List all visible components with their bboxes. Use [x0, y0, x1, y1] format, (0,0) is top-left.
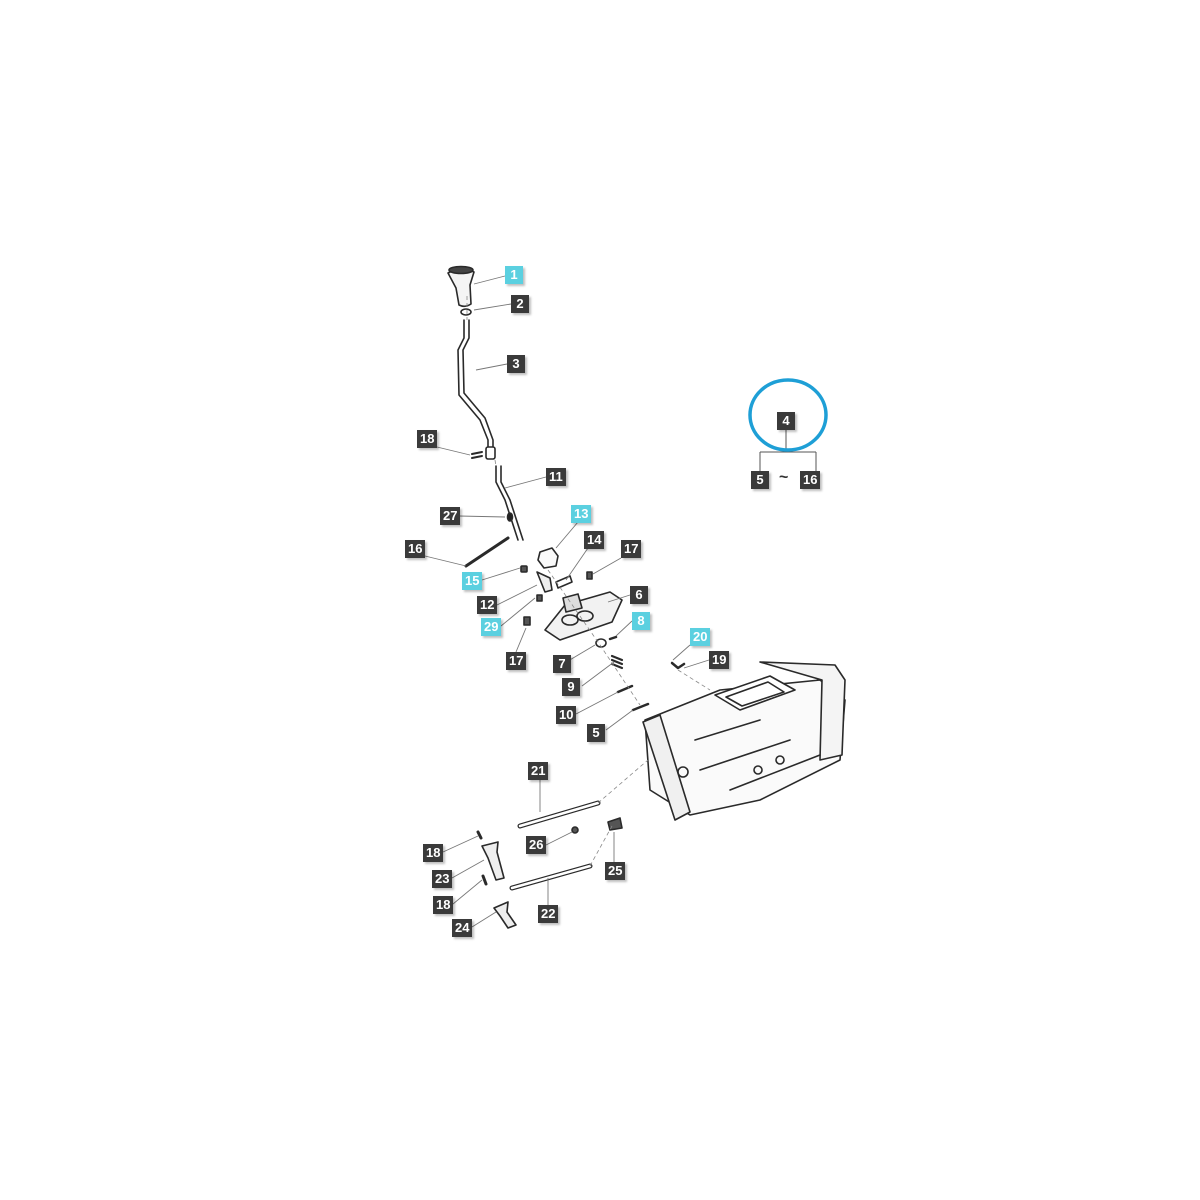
- callout-9[interactable]: 9: [562, 678, 580, 696]
- callout-21[interactable]: 21: [528, 762, 549, 780]
- callout-5[interactable]: 5: [587, 724, 605, 742]
- transmission-housing-part: [642, 661, 846, 821]
- upper-lever-part: [457, 319, 489, 456]
- callout-12[interactable]: 12: [477, 596, 498, 614]
- callout-19[interactable]: 19: [709, 651, 730, 669]
- kit-range-start[interactable]: 5: [751, 471, 769, 489]
- callout-18[interactable]: 18: [433, 896, 454, 914]
- callout-8[interactable]: 8: [632, 612, 650, 630]
- callout-15[interactable]: 15: [462, 572, 483, 590]
- callout-16[interactable]: 16: [405, 540, 426, 558]
- callout-22[interactable]: 22: [538, 905, 559, 923]
- shift-knob-part: [447, 265, 475, 308]
- shift-fork-part: [481, 841, 505, 881]
- callout-23[interactable]: 23: [432, 870, 453, 888]
- callout-6[interactable]: 6: [630, 586, 648, 604]
- callout-27[interactable]: 27: [440, 507, 461, 525]
- callout-18[interactable]: 18: [423, 844, 444, 862]
- callout-2[interactable]: 2: [511, 295, 529, 313]
- spring-part: [610, 654, 624, 670]
- callout-11[interactable]: 11: [546, 468, 566, 486]
- boot-part: [537, 547, 559, 569]
- kit-range-separator: ~: [779, 469, 789, 486]
- callout-10[interactable]: 10: [556, 706, 577, 724]
- callout-17[interactable]: 17: [621, 540, 642, 558]
- shift-plate-part: [544, 591, 623, 641]
- kit-callout-4[interactable]: 4: [777, 412, 795, 430]
- kit-range-end[interactable]: 16: [800, 471, 821, 489]
- washer-part: [460, 308, 472, 316]
- callout-1[interactable]: 1: [505, 266, 523, 284]
- callout-13[interactable]: 13: [571, 505, 592, 523]
- callout-17[interactable]: 17: [506, 652, 527, 670]
- callout-29[interactable]: 29: [481, 618, 502, 636]
- callout-3[interactable]: 3: [507, 355, 525, 373]
- callout-24[interactable]: 24: [452, 919, 473, 937]
- callout-25[interactable]: 25: [605, 862, 626, 880]
- callout-7[interactable]: 7: [553, 655, 571, 673]
- callout-14[interactable]: 14: [584, 531, 605, 549]
- highlight-circle: [748, 378, 828, 452]
- lower-lever-part: [495, 465, 519, 541]
- callout-26[interactable]: 26: [526, 836, 547, 854]
- callout-18[interactable]: 18: [417, 430, 438, 448]
- callout-20[interactable]: 20: [690, 628, 711, 646]
